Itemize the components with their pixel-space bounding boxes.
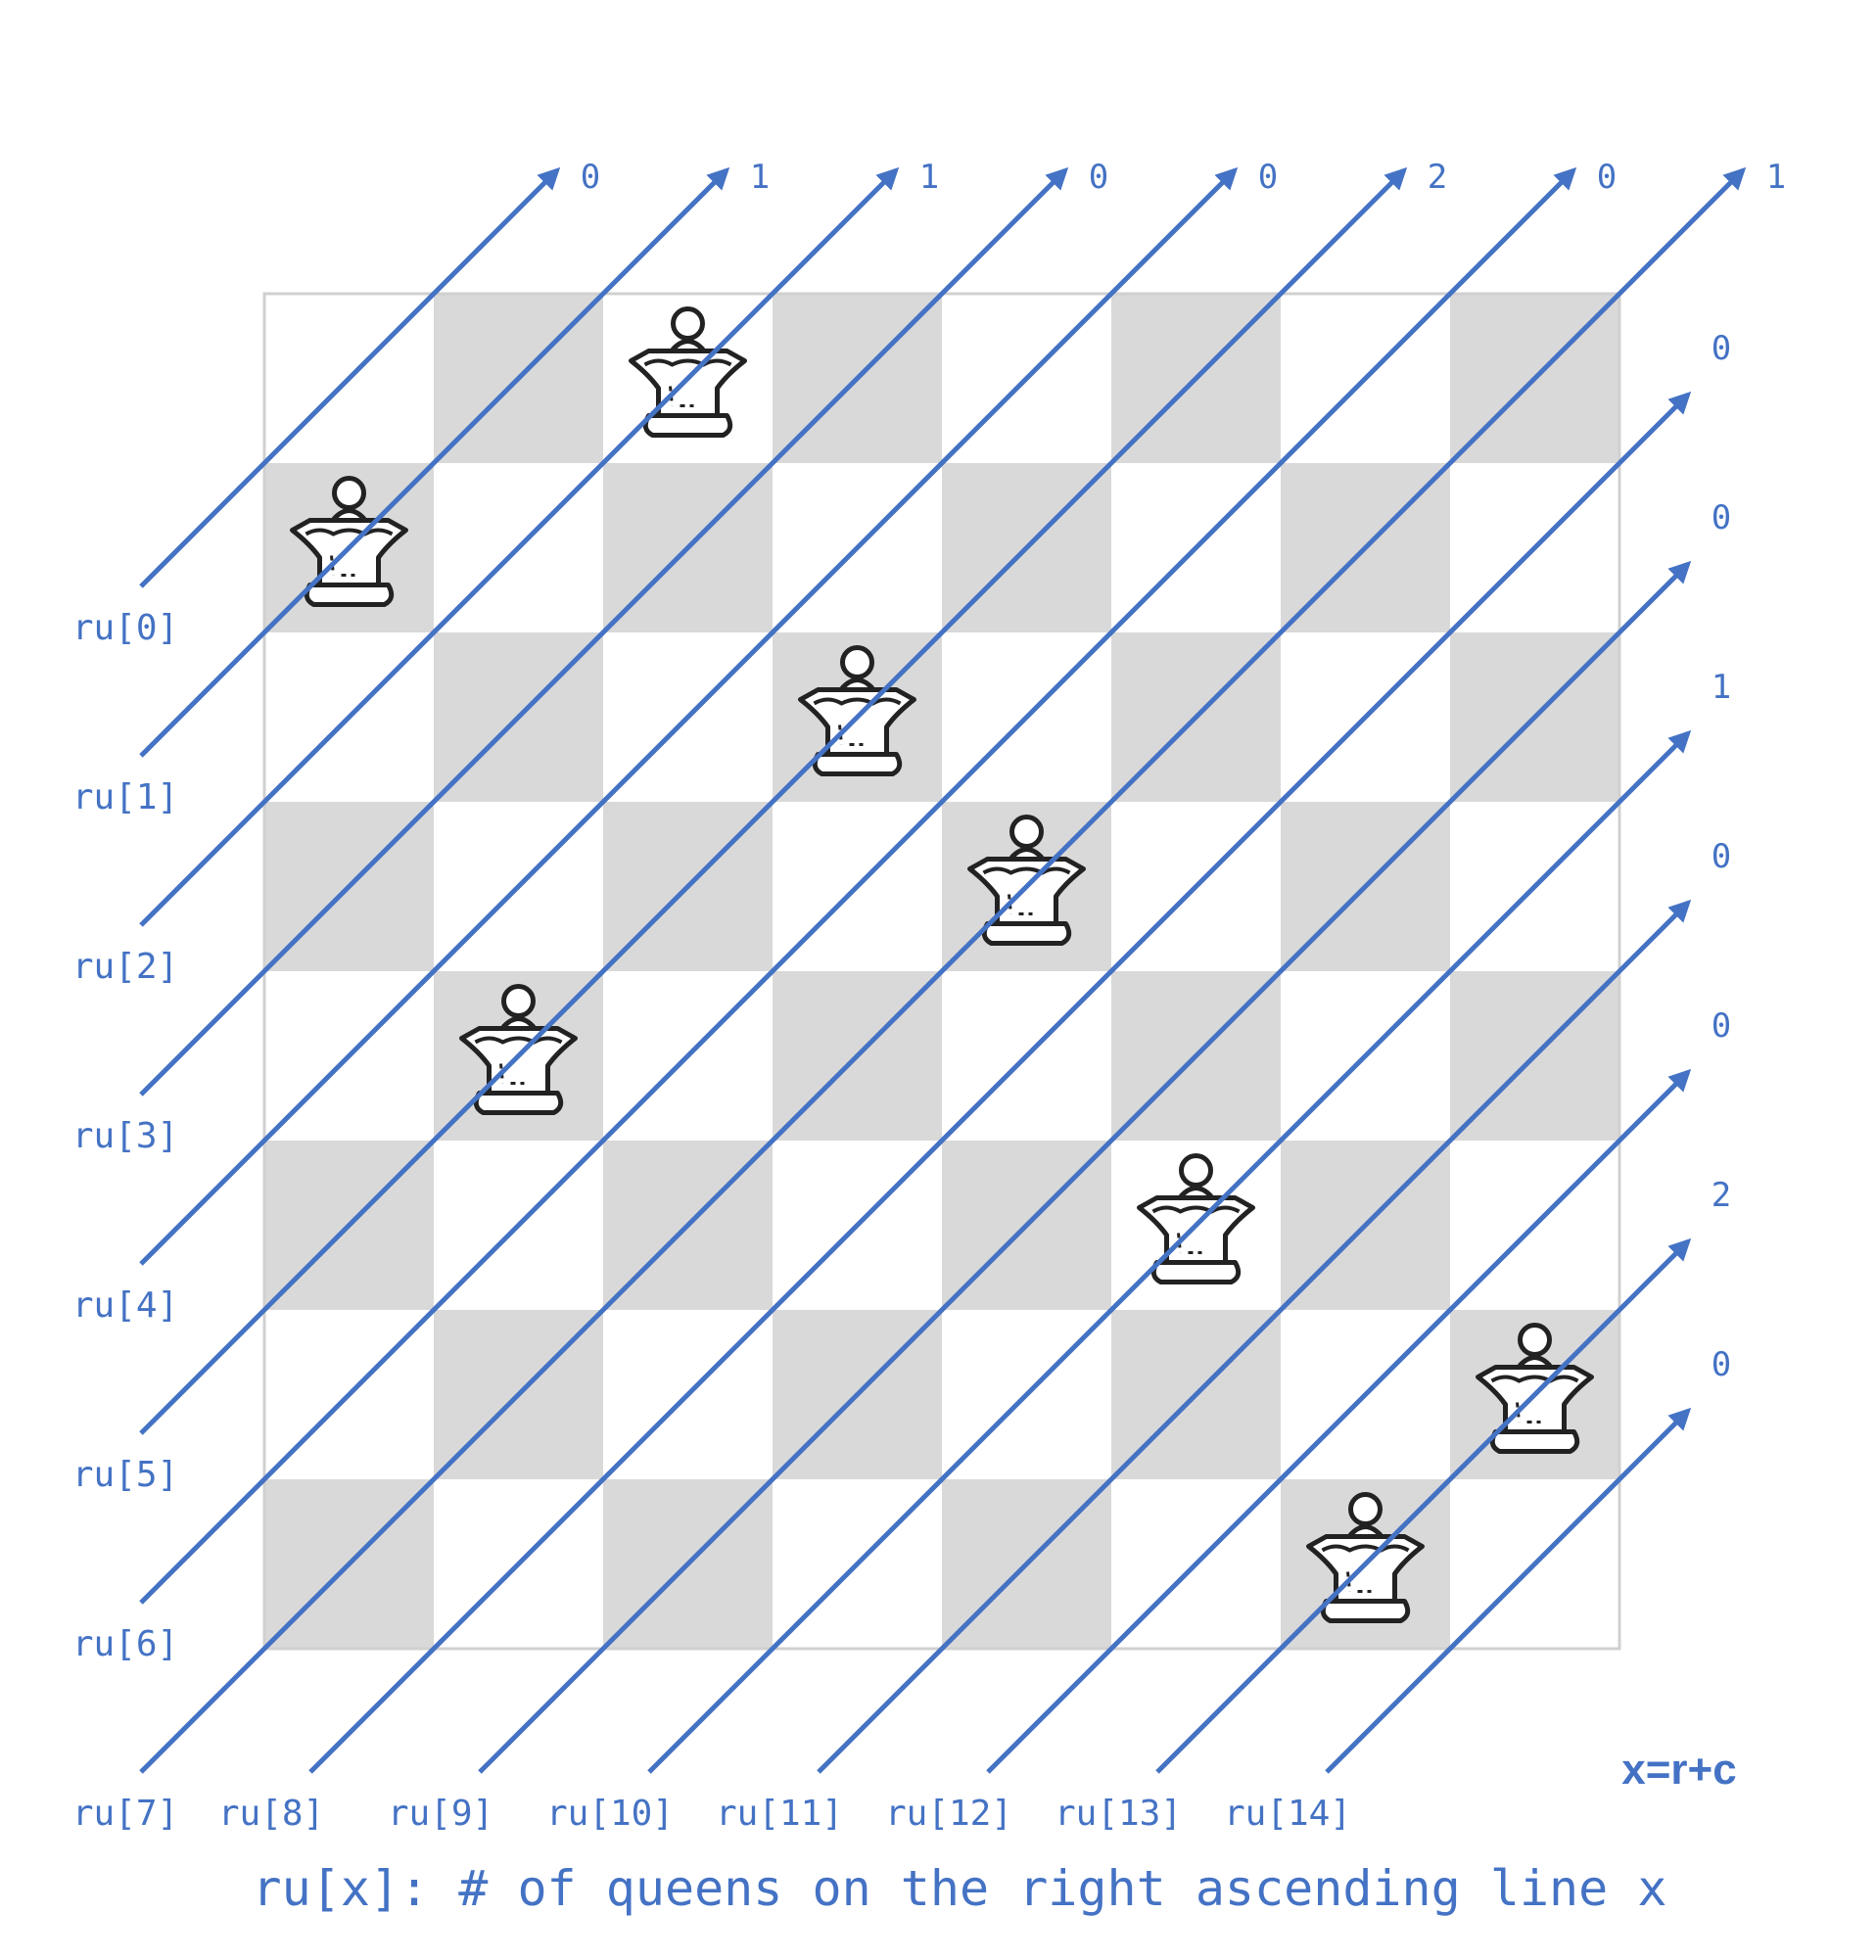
ascending-line (139, 166, 730, 758)
queen-count: 0 (1712, 329, 1731, 368)
queen-counts-layer: 0 1 1 0 0 2 0 1 0 0 1 0 0 2 0 (581, 158, 1786, 1384)
chess-queen-icon (1476, 1323, 1594, 1454)
queen-count: 1 (750, 158, 770, 197)
line-label: ru[13] (1055, 1794, 1182, 1834)
ascending-line (139, 166, 1239, 1266)
queens-layer (290, 306, 1594, 1623)
line-label: ru[12] (885, 1794, 1012, 1834)
ascending-line (817, 899, 1692, 1774)
ascending-line (478, 560, 1692, 1774)
queen-count: 2 (1428, 158, 1447, 197)
queen-count: 0 (581, 158, 600, 197)
queen-count: 0 (1712, 1006, 1731, 1046)
ascending-line (139, 166, 561, 588)
line-label: ru[5] (72, 1455, 178, 1495)
chess-queen-icon (1306, 1492, 1425, 1623)
caption: ru[x]: # of queens on the right ascendin… (253, 1860, 1667, 1917)
line-label: ru[6] (72, 1624, 178, 1664)
chess-queen-icon (1137, 1153, 1255, 1284)
ascending-lines-layer (139, 166, 1747, 1774)
queen-count: 2 (1712, 1176, 1731, 1215)
line-label: ru[1] (72, 777, 178, 817)
ascending-line (139, 166, 1069, 1097)
ascending-line (139, 166, 1747, 1774)
queen-count: 0 (1089, 158, 1108, 197)
line-label: ru[14] (1224, 1794, 1351, 1834)
line-label: ru[0] (72, 608, 178, 648)
line-label: ru[2] (72, 947, 178, 987)
ascending-line (139, 166, 1577, 1605)
ascending-line (1325, 1407, 1692, 1774)
ascending-line (986, 1068, 1692, 1774)
line-label: ru[11] (716, 1794, 843, 1834)
chess-queen-icon (459, 984, 578, 1115)
ascending-line (139, 166, 900, 927)
line-labels-layer: ru[0] ru[1] ru[2] ru[3] ru[4] ru[5] ru[6] ru[7]… (72, 608, 1351, 1834)
ascending-line (647, 729, 1692, 1774)
ascending-line (308, 391, 1692, 1774)
queen-count: 0 (1258, 158, 1278, 197)
queen-count: 0 (1712, 837, 1731, 876)
queen-count: 0 (1712, 498, 1731, 537)
queen-count: 0 (1597, 158, 1617, 197)
line-label: ru[4] (72, 1285, 178, 1326)
queen-count: 1 (1712, 668, 1731, 707)
line-label: ru[3] (72, 1116, 178, 1156)
chess-queen-icon (290, 476, 408, 607)
line-label: ru[9] (388, 1794, 493, 1834)
ascending-line (139, 166, 1408, 1435)
line-label: ru[10] (546, 1794, 674, 1834)
queen-count: 0 (1712, 1345, 1731, 1384)
line-label: ru[7] (72, 1794, 178, 1834)
line-label: ru[8] (218, 1794, 324, 1834)
queen-count: 1 (919, 158, 939, 197)
queen-count: 1 (1766, 158, 1786, 197)
ascending-line (1155, 1237, 1692, 1774)
formula-label: x=r+c (1621, 1746, 1736, 1794)
chess-queen-icon (798, 645, 916, 776)
